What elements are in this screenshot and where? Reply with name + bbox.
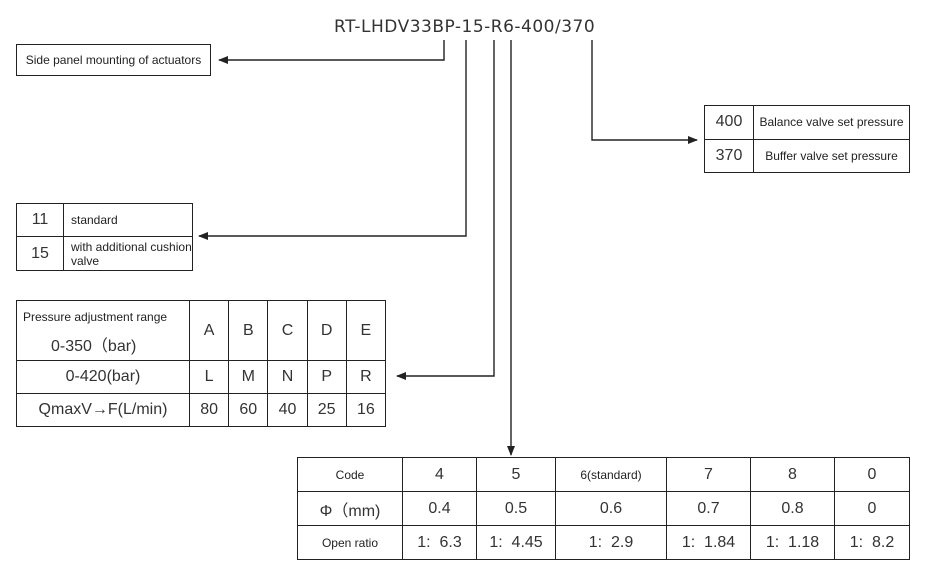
orifice-ratio: 1: 1.18 [750, 525, 835, 560]
table-row: 400 Balance valve set pressure [704, 105, 910, 140]
orifice-diameter: 0 [834, 491, 910, 526]
flow-value: 80 [188, 393, 230, 427]
orifice-ratio: 1: 1.84 [666, 525, 751, 560]
table-row: 11 standard [16, 203, 193, 237]
pressure-set-code: 370 [704, 138, 754, 173]
pressure-set-arrow [591, 40, 698, 144]
orifice-code: 5 [476, 457, 556, 492]
flow-value: 16 [345, 393, 387, 427]
orifice-ratio: 1: 2.9 [555, 525, 667, 560]
pressure-letter: A [188, 300, 230, 361]
table-row: Φ（mm) 0.4 0.5 0.6 0.7 0.8 0 [297, 491, 910, 526]
table-row: Open ratio 1: 6.3 1: 4.45 1: 2.9 1: 1.84… [297, 525, 910, 560]
table-row: 370 Buffer valve set pressure [704, 138, 910, 173]
orifice-ratio: 1: 8.2 [834, 525, 910, 560]
orifice-diameter: 0.8 [750, 491, 835, 526]
pressure-range-header: Pressure adjustment range 0-350（bar) [16, 300, 190, 361]
pressure-letter: D [306, 300, 347, 361]
orifice-code: 7 [666, 457, 751, 492]
orifice-code: 8 [750, 457, 835, 492]
orifice-ratio: 1: 4.45 [476, 525, 556, 560]
pressure-letter: P [306, 360, 347, 394]
cushion-desc: standard [63, 203, 193, 237]
orifice-code: 4 [402, 457, 477, 492]
pressure-letter: E [345, 300, 387, 361]
orifice-code: 0 [834, 457, 910, 492]
orifice-diameter: 0.5 [476, 491, 556, 526]
table-row: 15 with additional cushion valve [16, 236, 193, 271]
pressure-set-desc: Buffer valve set pressure [753, 138, 910, 173]
pressure-range-420: 0-420(bar) [16, 360, 190, 394]
orifice-diameter: 0.4 [402, 491, 477, 526]
pressure-letter: L [188, 360, 230, 394]
pressure-range-350: 0-350（bar) [51, 338, 137, 355]
pressure-letter: M [228, 360, 269, 394]
pressure-letter: B [228, 300, 269, 361]
cushion-desc: with additional cushion valve [63, 236, 193, 271]
orifice-diameter: 0.6 [555, 491, 667, 526]
orifice-row-label: Open ratio [297, 525, 403, 560]
orifice-table: Code 4 5 6(standard) 7 8 0 Φ（mm) 0.4 0.5… [297, 457, 910, 560]
model-code: RT-LHDV33BP-15-R6-400/370 [334, 17, 596, 37]
flow-label: QmaxV→F(L/min) [16, 393, 190, 427]
cushion-code: 15 [16, 236, 64, 271]
pressure-set-desc: Balance valve set pressure [753, 105, 910, 140]
orifice-row-label: Φ（mm) [297, 491, 403, 526]
mounting-label: Side panel mounting of actuators [25, 53, 202, 67]
flow-value: 25 [306, 393, 347, 427]
table-row: 0-420(bar) L M N P R [16, 360, 387, 394]
cushion-arrow [198, 40, 467, 240]
orifice-row-label: Code [297, 457, 403, 492]
pressure-set-code: 400 [704, 105, 754, 140]
orifice-code: 6(standard) [555, 457, 667, 492]
mounting-arrow [218, 40, 445, 64]
pressure-set-table: 400 Balance valve set pressure 370 Buffe… [704, 105, 910, 173]
pressure-letter: C [267, 300, 308, 361]
pressure-range-table: Pressure adjustment range 0-350（bar) A B… [16, 300, 387, 427]
pressure-letter: N [267, 360, 308, 394]
mounting-box: Side panel mounting of actuators [16, 44, 211, 76]
cushion-table: 11 standard 15 with additional cushion v… [16, 203, 193, 271]
pressure-range-title: Pressure adjustment range [23, 310, 168, 324]
cushion-code: 11 [16, 203, 64, 237]
pressure-range-arrow [396, 40, 495, 380]
orifice-ratio: 1: 6.3 [402, 525, 477, 560]
table-row: Code 4 5 6(standard) 7 8 0 [297, 457, 910, 492]
orifice-diameter: 0.7 [666, 491, 751, 526]
pressure-letter: R [345, 360, 387, 394]
table-row: Pressure adjustment range 0-350（bar) A B… [16, 300, 387, 361]
flow-value: 40 [267, 393, 308, 427]
table-row: QmaxV→F(L/min) 80 60 40 25 16 [16, 393, 387, 427]
flow-value: 60 [228, 393, 269, 427]
